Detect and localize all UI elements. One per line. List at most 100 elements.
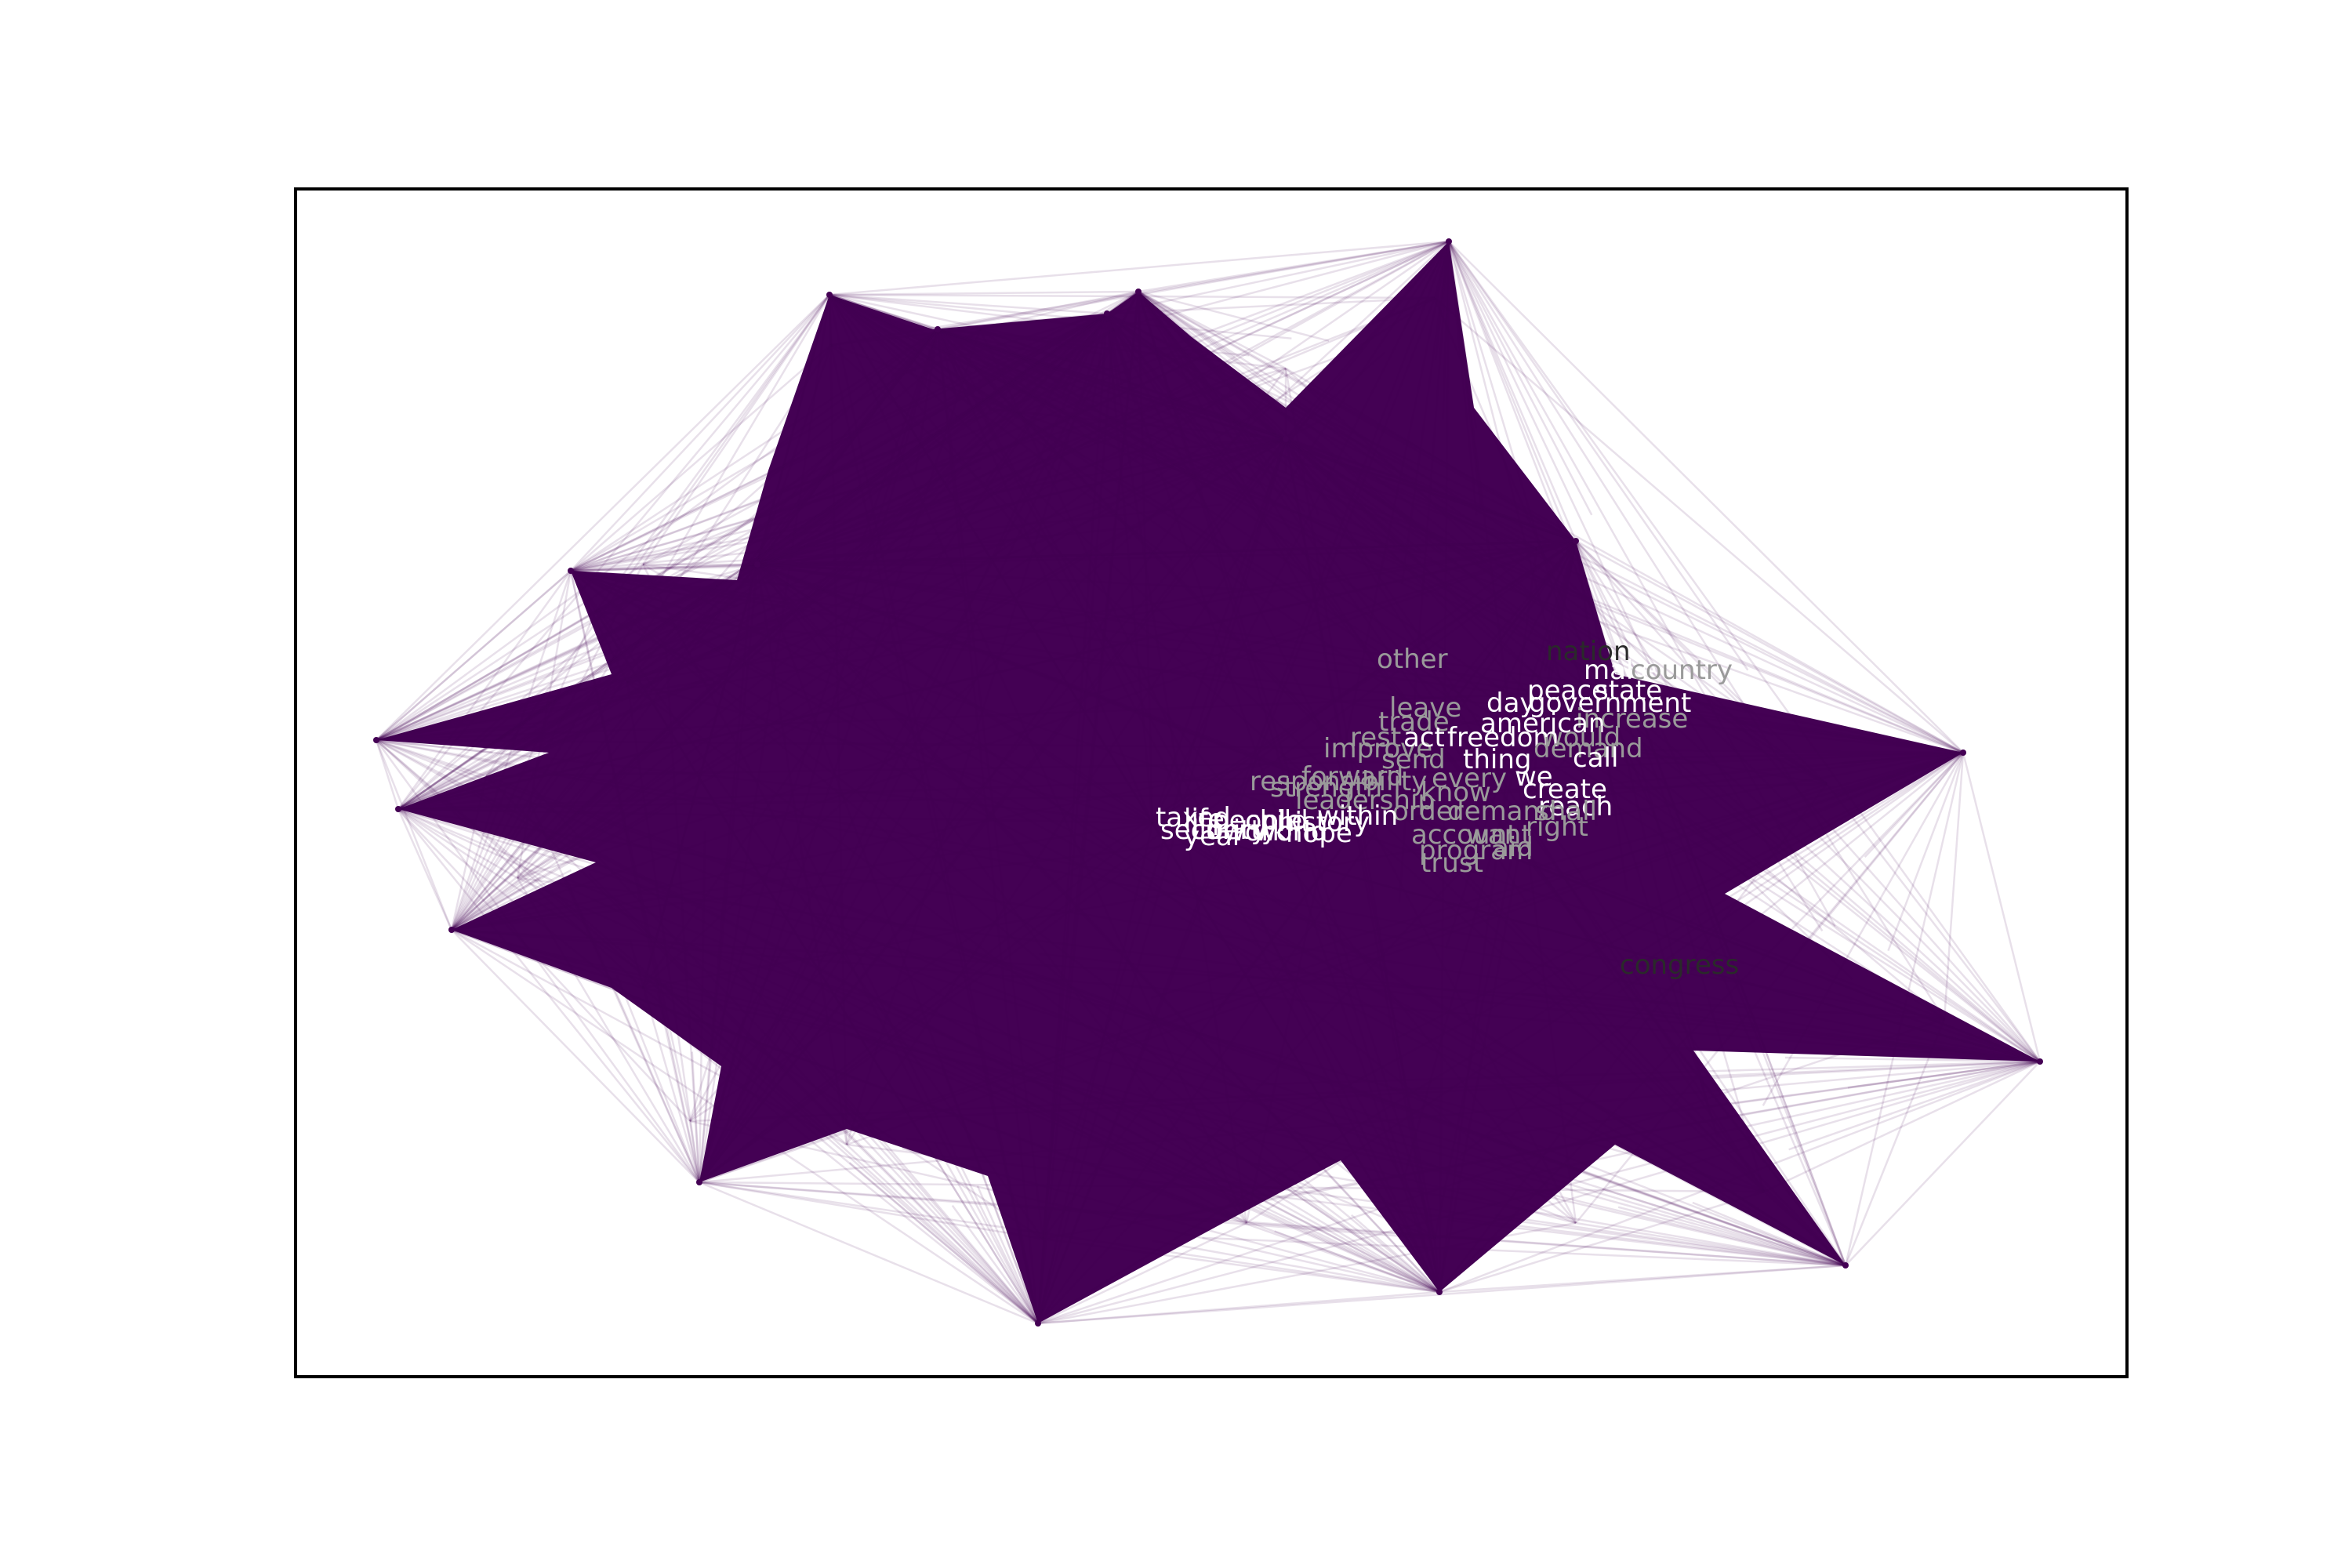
- graph-edge: [451, 822, 1153, 931]
- graph-edge: [688, 328, 939, 1122]
- node-label: create: [1523, 774, 1607, 805]
- graph-edge: [1438, 548, 1538, 1293]
- graph-edge: [828, 294, 1040, 1324]
- graph-edge: [1381, 540, 1577, 775]
- graph-edge: [570, 294, 830, 572]
- graph-edge: [691, 1051, 701, 1183]
- graph-edge: [376, 739, 493, 754]
- graph-edge: [641, 564, 759, 989]
- graph-edge: [1151, 241, 1450, 824]
- graph-edge: [451, 328, 1114, 931]
- graph-node: [1035, 1320, 1041, 1327]
- graph-edge: [937, 328, 1828, 786]
- graph-edge: [1018, 1224, 1040, 1324]
- graph-edge: [397, 782, 1828, 811]
- graph-edge: [1246, 751, 1964, 1225]
- dense-edge-mass: [376, 241, 2040, 1323]
- node-label: people: [1212, 805, 1302, 837]
- graph-edge: [570, 569, 1846, 1267]
- graph-edge: [752, 328, 938, 565]
- graph-edge: [517, 291, 1139, 879]
- graph-edge: [1439, 1264, 1846, 1294]
- graph-edge: [1403, 241, 1450, 329]
- graph-edge: [1434, 241, 1450, 361]
- graph-edge: [1575, 540, 2041, 1062]
- graph-edge: [1137, 291, 1313, 608]
- node-label: every: [1432, 763, 1507, 794]
- graph-edge: [976, 1066, 1440, 1294]
- graph-edge: [1036, 822, 1154, 1324]
- graph-edge: [979, 328, 1287, 441]
- graph-edge: [1844, 1018, 1946, 1266]
- node-label: program: [1419, 835, 1533, 866]
- graph-edge: [752, 539, 1577, 566]
- graph-edge: [1447, 241, 1836, 927]
- graph-edge: [699, 539, 1577, 1184]
- graph-edge: [698, 368, 1287, 1183]
- graph-edge: [1574, 540, 1766, 1192]
- graph-edge: [1841, 751, 1964, 764]
- graph-edge: [570, 446, 904, 572]
- graph-edge: [688, 291, 1140, 1122]
- graph-edge: [978, 328, 1441, 1293]
- graph-edge: [1575, 752, 1964, 1224]
- graph-edge: [828, 294, 1154, 824]
- graph-edge: [1176, 1060, 2041, 1218]
- graph-edge: [829, 293, 1945, 1021]
- graph-edge: [485, 564, 758, 777]
- graph-edge: [757, 563, 1016, 599]
- graph-edge: [1137, 291, 1847, 1266]
- graph-edge: [1845, 1061, 2041, 1266]
- graph-edge: [531, 805, 701, 1183]
- graph-edge: [699, 1181, 1039, 1325]
- graph-edge: [1206, 1133, 1440, 1294]
- graph-edge: [698, 564, 754, 1183]
- graph-edge: [1036, 438, 1287, 1324]
- graph-edge: [1433, 241, 1450, 299]
- graph-edge: [1037, 1290, 1440, 1325]
- graph-edge: [1285, 437, 1537, 550]
- graph-edge: [829, 293, 1108, 315]
- node-label: other: [1377, 644, 1448, 675]
- graph-edge: [1138, 1087, 1440, 1294]
- graph-edge: [699, 1060, 2041, 1184]
- graph-edge: [846, 1143, 1846, 1267]
- graph-edge: [829, 294, 1577, 1224]
- graph-edge: [1439, 752, 1964, 1293]
- graph-edge: [570, 529, 822, 572]
- graph-edge: [1629, 689, 1847, 1266]
- graph-edge: [689, 1060, 2041, 1123]
- graph-edge: [570, 367, 1287, 572]
- graph-edge: [829, 294, 1846, 1266]
- graph-edge: [450, 775, 488, 931]
- graph-edge: [451, 437, 1287, 931]
- graph-edge: [1284, 438, 1436, 1240]
- graph-edge: [1575, 540, 1748, 713]
- graph-edge: [450, 564, 644, 931]
- graph-edge: [450, 611, 597, 931]
- graph-edge: [1105, 313, 1441, 1293]
- graph-edge: [1218, 540, 1577, 1012]
- graph-edge: [1285, 241, 1450, 440]
- graph-edge: [450, 652, 644, 931]
- graph-edge: [1127, 437, 1287, 454]
- graph-edge: [1037, 1264, 1846, 1325]
- graph-edge: [1137, 291, 1154, 824]
- graph-edge: [699, 1181, 1846, 1267]
- graph-edge: [517, 437, 1287, 880]
- graph-edge: [1106, 312, 1632, 691]
- graph-edge: [937, 312, 1108, 331]
- graph-edge: [1062, 313, 1109, 387]
- graph-edge: [1138, 290, 1742, 709]
- graph-edge: [699, 1127, 768, 1183]
- node-label: american: [1480, 708, 1605, 739]
- graph-edge: [570, 290, 1139, 572]
- graph-edge: [1447, 241, 1483, 511]
- node-label: order: [1392, 796, 1464, 827]
- graph-edge: [376, 596, 760, 742]
- graph-edge: [936, 328, 1154, 824]
- graph-edge: [1536, 548, 2041, 1062]
- graph-edge: [1138, 290, 1828, 786]
- graph-edge: [828, 294, 879, 375]
- graph-edge: [397, 808, 691, 1122]
